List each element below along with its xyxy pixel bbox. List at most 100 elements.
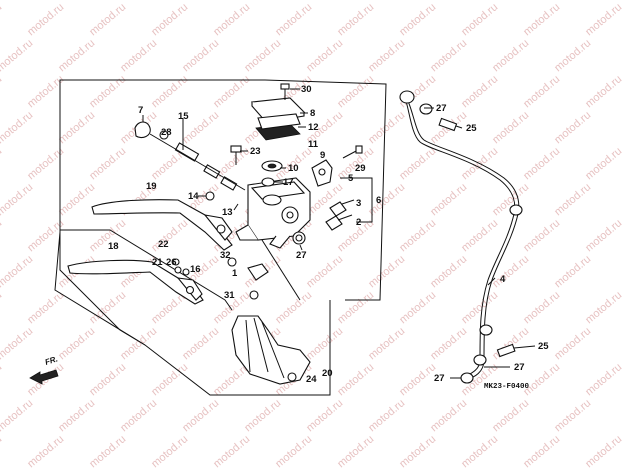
watermark-text: motod.ru [490, 0, 531, 2]
watermark-text: motod.ru [118, 325, 159, 362]
watermark-text: motod.ru [366, 397, 407, 434]
watermark-text: motod.ru [304, 37, 345, 74]
watermark-text: motod.ru [490, 325, 531, 362]
callout-27-top: 27 [436, 103, 447, 114]
watermark-text: motod.ru [56, 181, 97, 218]
callout-31: 31 [224, 290, 235, 301]
watermark-text: motod.ru [521, 145, 562, 182]
callout-19: 19 [146, 181, 157, 192]
callout-11: 11 [308, 139, 319, 150]
watermark-text: motod.ru [459, 73, 500, 110]
watermark-text: motod.ru [56, 325, 97, 362]
watermark-text: motod.ru [180, 37, 221, 74]
watermark-text: motod.ru [25, 289, 66, 326]
watermark-text: motod.ru [521, 73, 562, 110]
callout-12: 12 [308, 122, 319, 133]
hose-bolt-top [419, 103, 458, 132]
watermark-text: motod.ru [56, 397, 97, 434]
callout-6: 6 [376, 195, 381, 206]
callout-22: 22 [158, 239, 169, 250]
piston-set [134, 121, 246, 191]
watermark-text: motod.ru [211, 433, 252, 468]
callout-30: 30 [301, 84, 312, 95]
watermark-text: motod.ru [56, 37, 97, 74]
watermark-text: motod.ru [552, 181, 593, 218]
watermark-text: motod.ru [397, 433, 438, 468]
watermark-text: motod.ru [521, 433, 562, 468]
watermark-text: motod.ru [0, 37, 35, 74]
watermark-text: motod.ru [304, 253, 345, 290]
watermark-text: motod.ru [552, 325, 593, 362]
watermark-text: motod.ru [180, 325, 221, 362]
watermark-text: motod.ru [552, 37, 593, 74]
watermark-text: motod.ru [0, 73, 4, 110]
callout-25-b: 25 [538, 341, 549, 352]
watermark-text: motod.ru [25, 1, 66, 38]
watermark-text: motod.ru [149, 217, 190, 254]
watermark-text: motod.ru [397, 361, 438, 398]
screw-29 [342, 145, 363, 159]
watermark-text: motod.ru [397, 217, 438, 254]
front-brake-lever [91, 199, 233, 251]
callout-10: 10 [288, 163, 299, 174]
watermark-text: motod.ru [583, 145, 624, 182]
watermark-text: motod.ru [25, 433, 66, 468]
callout-8: 8 [310, 108, 315, 119]
callout-23: 23 [250, 146, 261, 157]
callout-5: 5 [348, 173, 354, 184]
callout-29: 29 [355, 163, 366, 174]
watermark-text: motod.ru [335, 289, 376, 326]
watermark-text: motod.ru [459, 433, 500, 468]
callout-3: 3 [356, 198, 361, 209]
watermark-text: motod.ru [490, 397, 531, 434]
callout-26: 26 [166, 257, 177, 268]
watermark-text: motod.ru [149, 73, 190, 110]
watermark-text: motod.ru [366, 325, 407, 362]
watermark-text: motod.ru [335, 73, 376, 110]
callout-13: 13 [222, 207, 233, 218]
watermark-text: motod.ru [87, 361, 128, 398]
watermark-text: motod.ru [583, 289, 624, 326]
watermark-text: motod.ru [459, 289, 500, 326]
watermark-text: motod.ru [0, 253, 35, 290]
watermark-text: motod.ru [211, 73, 252, 110]
hose-bolt-bottom [460, 343, 516, 384]
watermark-text: motod.ru [0, 289, 4, 326]
watermark-text: motod.ru [428, 397, 469, 434]
watermark-text: motod.ru [273, 1, 314, 38]
callout-4: 4 [500, 274, 506, 285]
watermark-text: motod.ru [428, 37, 469, 74]
watermark-text: motod.ru [335, 433, 376, 468]
small-bolts [172, 191, 269, 300]
watermark-text: motod.ru [180, 397, 221, 434]
callout-15: 15 [178, 111, 189, 122]
boot-10 [261, 160, 283, 172]
callout-27-b: 27 [514, 362, 525, 373]
watermark-text: motod.ru [242, 0, 283, 2]
watermark-text: motod.ru [428, 325, 469, 362]
callout-2: 2 [356, 217, 361, 228]
hand-guard [231, 315, 311, 385]
watermark-text: motod.ru [583, 73, 624, 110]
watermark-text: motod.ru [366, 253, 407, 290]
watermark-text: motod.ru [242, 397, 283, 434]
watermark-text: motod.ru [0, 433, 4, 468]
watermark-text: motod.ru [583, 1, 624, 38]
washer-27-cylinder [292, 231, 306, 245]
callout-28: 28 [161, 127, 172, 138]
watermark-text: motod.ru [428, 181, 469, 218]
brake-hose [399, 90, 523, 379]
watermark-text: motod.ru [552, 253, 593, 290]
watermark-text: motod.ru [56, 109, 97, 146]
watermark-text: motod.ru [0, 145, 4, 182]
watermark-text: motod.ru [583, 217, 624, 254]
watermark-text: motod.ru [211, 1, 252, 38]
watermark-text: motod.ru [304, 325, 345, 362]
fr-label: FR. [44, 354, 59, 367]
watermark-text: motod.ru [149, 1, 190, 38]
front-direction-arrow: FR. [29, 354, 59, 385]
callout-24: 24 [306, 374, 317, 385]
watermark-text: motod.ru [87, 289, 128, 326]
brake-switch [311, 159, 333, 187]
